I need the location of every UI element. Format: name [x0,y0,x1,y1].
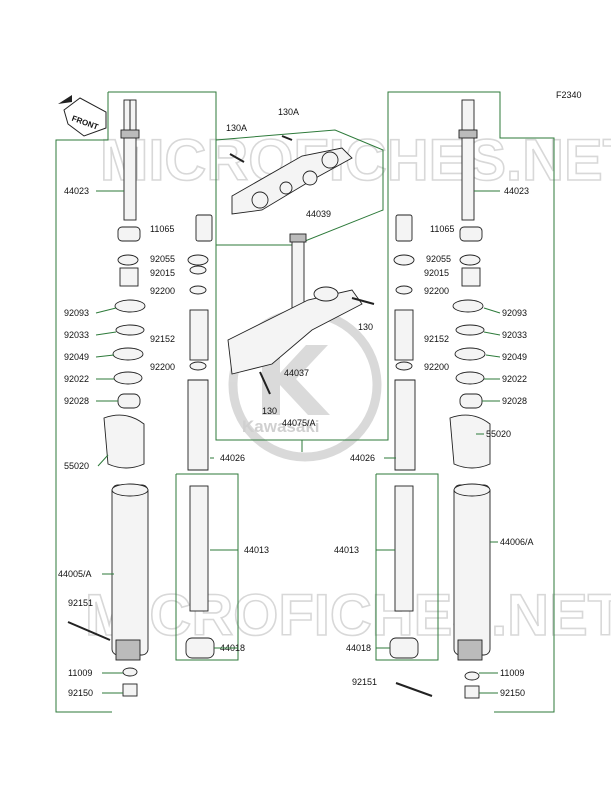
part-label: 44018 [346,643,371,653]
part-label: 92150 [68,688,93,698]
part-label: 44075/A [282,418,316,428]
part-label: 130 [358,322,373,332]
leader-lines [95,190,501,694]
part-label: 11009 [500,668,524,678]
part-label: 130 [262,406,277,416]
part-label: 92151 [352,677,377,687]
steering-parts [227,135,375,395]
part-label: 92151 [68,598,93,608]
part-label: 92028 [64,396,89,406]
part-label: 44023 [504,186,529,196]
part-label: 92022 [502,374,527,384]
part-label: 92015 [424,268,449,278]
part-label: 11065 [430,224,454,234]
part-label: 130A [278,107,299,117]
center-right-parts [389,254,433,697]
part-label: 44013 [244,545,269,555]
part-label: 55020 [486,429,511,439]
part-label: 92200 [150,362,175,372]
part-label: 44039 [306,209,331,219]
part-label: 92150 [500,688,525,698]
front-arrow: FRONT [58,95,107,137]
part-label: 55020 [64,461,89,471]
part-labels: 130A 130A 44039 44023 44023 11065 11065 … [58,107,534,698]
part-label: 92028 [502,396,527,406]
part-label: 11065 [150,224,174,234]
watermark-bottom: MICROFICHES.NET [85,583,611,648]
logo-text: Kawasaki [242,417,320,436]
part-label: 44013 [334,545,359,555]
part-label: 44006/A [500,537,534,547]
part-label: 11009 [68,668,92,678]
frame-lines [55,91,555,713]
part-label: 92033 [502,330,527,340]
part-label: 92200 [150,286,175,296]
part-label: 44026 [350,453,375,463]
part-label: 44037 [284,368,309,378]
part-label: 92093 [502,308,527,318]
part-label: 44005/A [58,569,92,579]
part-label: 92015 [150,268,175,278]
figure-code: F2340 [556,90,582,100]
center-left-parts [185,254,215,659]
part-label: 92200 [424,286,449,296]
part-label: 44026 [220,453,245,463]
part-label: 92022 [64,374,89,384]
watermark: MICROFICHES.NET MICROFICHES.NET [84,127,611,649]
part-label: 92200 [424,362,449,372]
part-label: 92055 [426,254,451,264]
part-label: 92055 [150,254,175,264]
right-fork-leg [395,99,491,699]
part-label: 44023 [64,186,89,196]
part-label: 92033 [64,330,89,340]
part-label: 92049 [64,352,89,362]
part-label: 130A [226,123,247,133]
part-label: 92152 [424,334,449,344]
part-label: 92049 [502,352,527,362]
part-label: 92152 [150,334,175,344]
left-fork-leg [67,99,213,697]
part-label: 92093 [64,308,89,318]
